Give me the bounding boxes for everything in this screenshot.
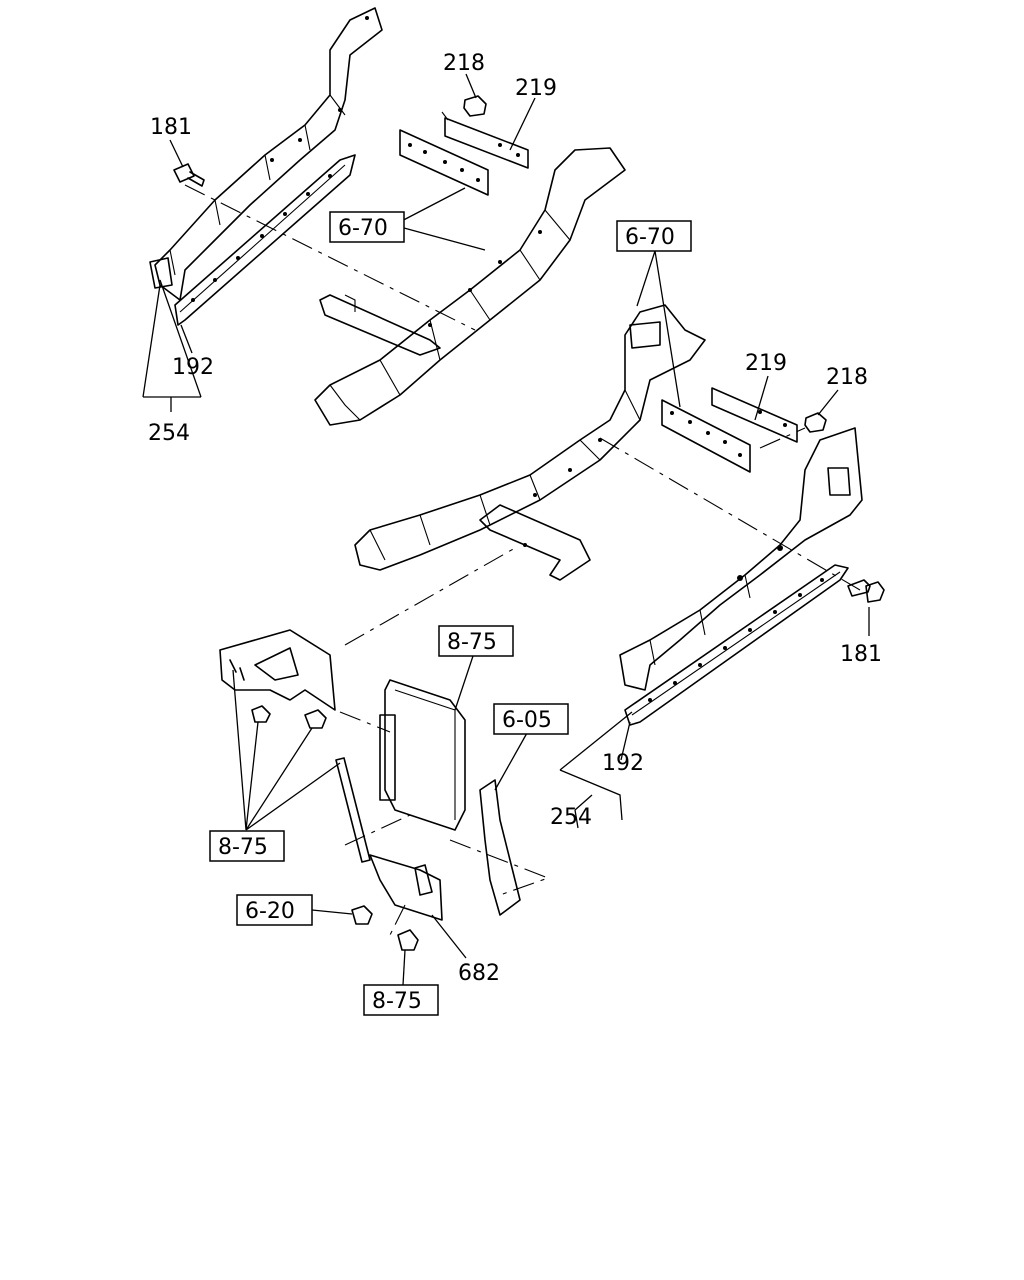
callout-219-right: 219	[745, 351, 787, 376]
svg-text:8-75: 8-75	[218, 835, 268, 860]
svg-text:6-05: 6-05	[502, 708, 552, 733]
radiator-bracket-8-75	[379, 679, 466, 831]
reference-boxes: 6-70 6-70 8-75 6-05 8-75 6-20 8-75	[209, 211, 692, 1016]
nut-8-75-lower	[397, 929, 419, 951]
callout-218-top: 218	[443, 51, 485, 76]
callout-labels: 218 219 181 192 254 219 218 181 192 254 …	[148, 51, 882, 986]
ref-box-8-75-top[interactable]: 8-75	[438, 625, 514, 657]
callout-192-left: 192	[172, 355, 214, 380]
callout-254-left: 254	[148, 421, 190, 446]
callout-181-left: 181	[150, 115, 192, 140]
ref-box-8-75-bottom[interactable]: 8-75	[363, 984, 439, 1016]
svg-text:6-70: 6-70	[625, 225, 675, 250]
plate-219-top	[399, 117, 529, 196]
callout-218-right: 218	[826, 365, 868, 390]
bolt-181-right	[847, 579, 885, 603]
nut-6-20	[351, 905, 373, 925]
leader-lines	[142, 73, 870, 986]
ref-box-8-75-left[interactable]: 8-75	[209, 830, 285, 862]
plate-219-right	[661, 387, 798, 473]
svg-text:8-75: 8-75	[372, 989, 422, 1014]
ref-box-6-20[interactable]: 6-20	[236, 894, 313, 926]
callout-219-top: 219	[515, 76, 557, 101]
stay-rod	[335, 757, 371, 863]
alignment-lines	[184, 111, 861, 936]
ref-box-6-05[interactable]: 6-05	[493, 703, 569, 735]
upper-main-frame	[314, 147, 626, 426]
bracket-682	[369, 854, 443, 921]
nut-218-top	[463, 95, 487, 117]
bolt-181-left	[173, 163, 205, 187]
ref-box-6-70-a[interactable]: 6-70	[329, 211, 405, 243]
callout-192-right: 192	[602, 751, 644, 776]
right-frame-side-rail	[619, 427, 863, 726]
svg-text:6-20: 6-20	[245, 899, 295, 924]
svg-text:6-70: 6-70	[338, 216, 388, 241]
upper-bracket-8-75	[219, 629, 336, 711]
bracket-6-05	[479, 779, 521, 916]
nut-218-right	[804, 412, 827, 433]
callout-254-right: 254	[550, 805, 592, 830]
callout-682: 682	[458, 961, 500, 986]
svg-text:8-75: 8-75	[447, 630, 497, 655]
left-frame-side-rail	[149, 7, 383, 326]
nuts-8-75	[251, 705, 327, 729]
callout-181-right: 181	[840, 642, 882, 667]
lower-main-frame	[354, 304, 706, 581]
ref-box-6-70-b[interactable]: 6-70	[616, 220, 692, 252]
